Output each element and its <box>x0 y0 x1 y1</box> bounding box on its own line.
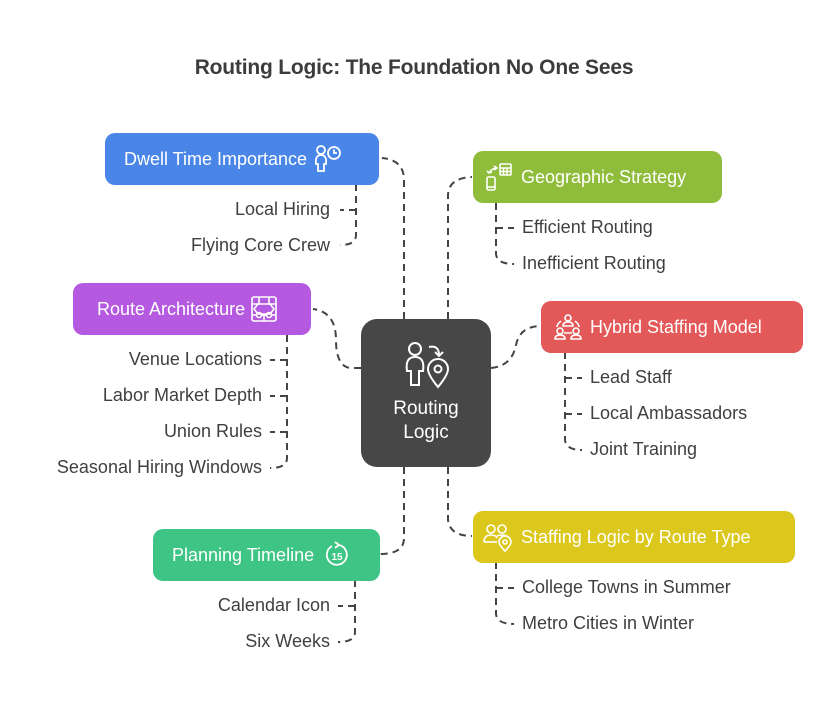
connector-center-hybrid <box>490 325 542 369</box>
node-label: Route Architecture <box>97 298 246 319</box>
leaf-seasonal-hiring-windows: Seasonal Hiring Windows <box>56 457 262 477</box>
node-label: Hybrid Staffing Model <box>590 316 762 337</box>
node-label: Geographic Strategy <box>521 166 687 187</box>
connector-center-planning <box>379 467 405 555</box>
node-dwell-time-importance[interactable]: Dwell Time Importance <box>105 133 379 185</box>
node-label: Planning Timeline <box>172 544 315 565</box>
leaf-college-towns-in-summer: College Towns in Summer <box>522 577 731 597</box>
node-label: Staffing Logic by Route Type <box>521 526 751 547</box>
connector-center-staffing <box>447 467 473 537</box>
person-clock-icon <box>313 144 343 174</box>
leaf-local-hiring: Local Hiring <box>234 199 330 219</box>
leaf-union-rules: Union Rules <box>163 421 262 441</box>
node-geographic-strategy[interactable]: Geographic Strategy <box>473 151 722 203</box>
connector-center-dwell <box>381 157 405 319</box>
leaf-six-weeks: Six Weeks <box>245 631 330 651</box>
leaf-calendar-icon: Calendar Icon <box>217 595 330 615</box>
leaf-lead-staff: Lead Staff <box>590 367 672 387</box>
leaf-venue-locations: Venue Locations <box>128 349 262 369</box>
phone-calculator-icon <box>483 162 513 192</box>
flowchart-icon <box>249 294 279 324</box>
connector-center-geo <box>447 176 473 319</box>
diagram-title: Routing Logic: The Foundation No One See… <box>194 56 634 79</box>
connector-center-route <box>312 308 361 369</box>
person-route-pin-icon <box>361 341 491 391</box>
leaf-metro-cities-in-winter: Metro Cities in Winter <box>522 613 695 633</box>
node-label: Dwell Time Importance <box>124 148 308 169</box>
leaf-inefficient-routing: Inefficient Routing <box>522 253 666 273</box>
leaf-local-ambassadors: Local Ambassadors <box>590 403 748 423</box>
team-network-icon <box>553 312 583 342</box>
people-location-icon <box>483 522 513 552</box>
center-label-line2: Logic <box>403 422 449 443</box>
center-label-line1: Routing <box>393 398 459 419</box>
timer-15-icon: 15 <box>322 540 352 570</box>
leaf-labor-market-depth: Labor Market Depth <box>102 385 262 405</box>
svg-text:15: 15 <box>332 552 344 563</box>
node-staffing-logic-by-route-type[interactable]: Staffing Logic by Route Type <box>473 511 795 563</box>
node-planning-timeline[interactable]: Planning Timeline 15 <box>153 529 380 581</box>
leaf-joint-training: Joint Training <box>590 439 698 459</box>
center-node-routing-logic[interactable]: Routing Logic <box>361 319 491 467</box>
leaf-flying-core-crew: Flying Core Crew <box>190 235 330 255</box>
leaf-efficient-routing: Efficient Routing <box>522 217 653 237</box>
node-hybrid-staffing-model[interactable]: Hybrid Staffing Model <box>541 301 803 353</box>
node-route-architecture[interactable]: Route Architecture <box>73 283 311 335</box>
